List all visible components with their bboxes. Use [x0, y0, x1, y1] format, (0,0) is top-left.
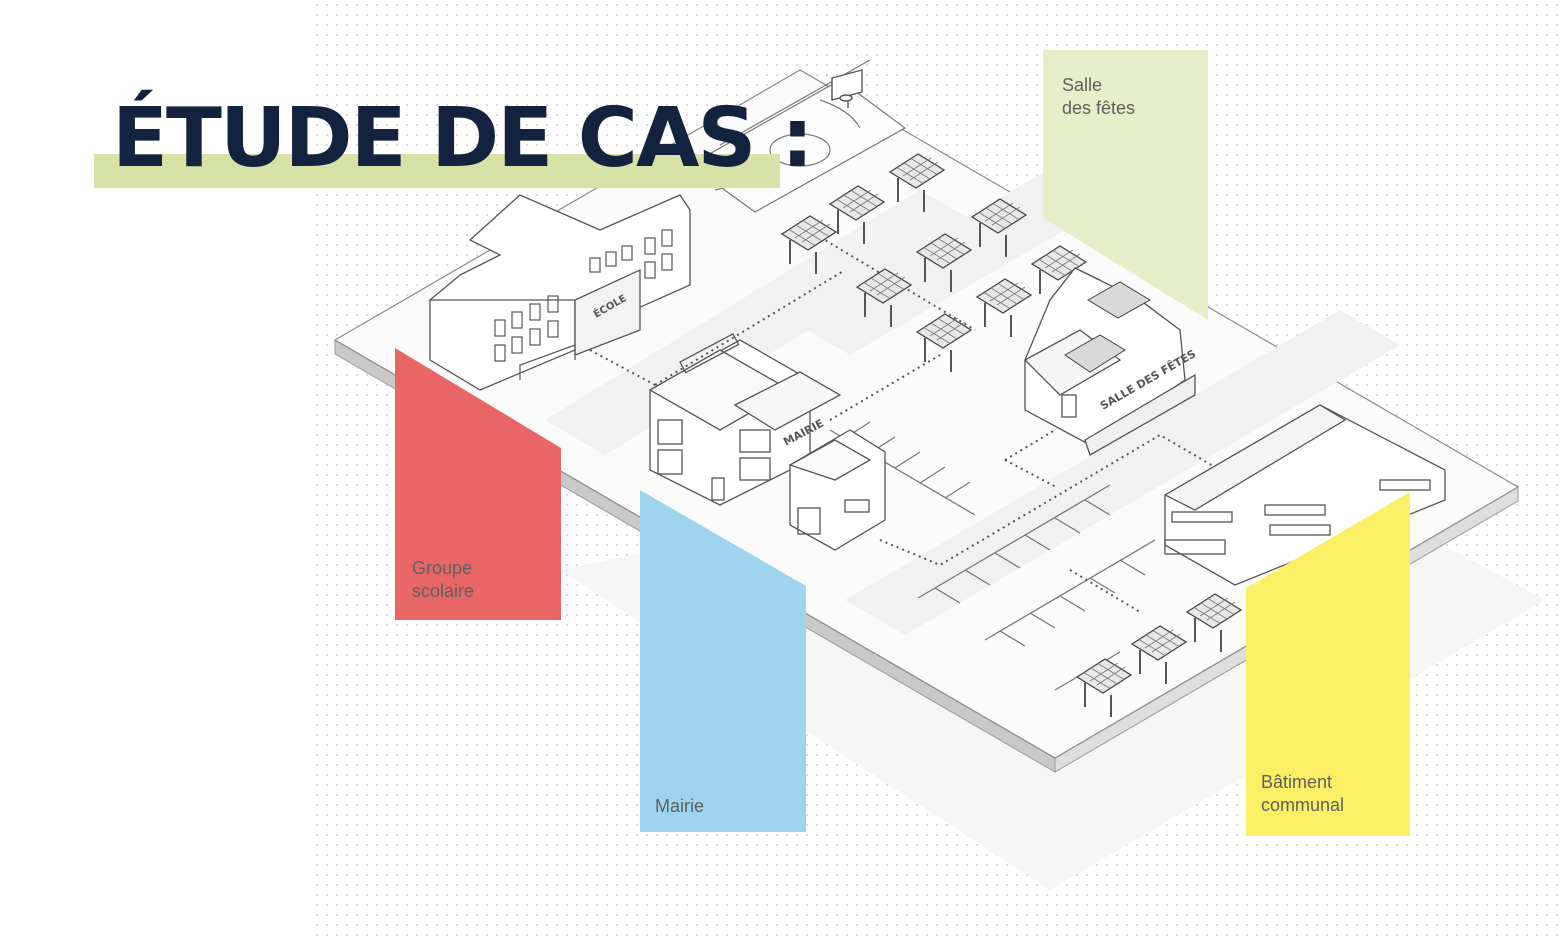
basketball-hoop-icon — [831, 69, 863, 108]
callout-batiment-communal-label: Bâtiment communal — [1261, 772, 1345, 815]
title-block: ÉTUDE DE CAS : — [94, 92, 814, 202]
page-title: ÉTUDE DE CAS : — [112, 91, 814, 186]
callout-groupe-scolaire-label: Groupe scolaire — [412, 558, 475, 601]
mairie-building — [648, 332, 886, 551]
energy-connection-lines — [589, 227, 1221, 613]
callout-salle-des-fetes-label: Salle des fêtes — [1062, 75, 1136, 118]
callout-mairie-label: Mairie — [655, 796, 705, 816]
path-strip-3 — [845, 310, 1400, 635]
title-highlight-bar — [94, 154, 780, 188]
